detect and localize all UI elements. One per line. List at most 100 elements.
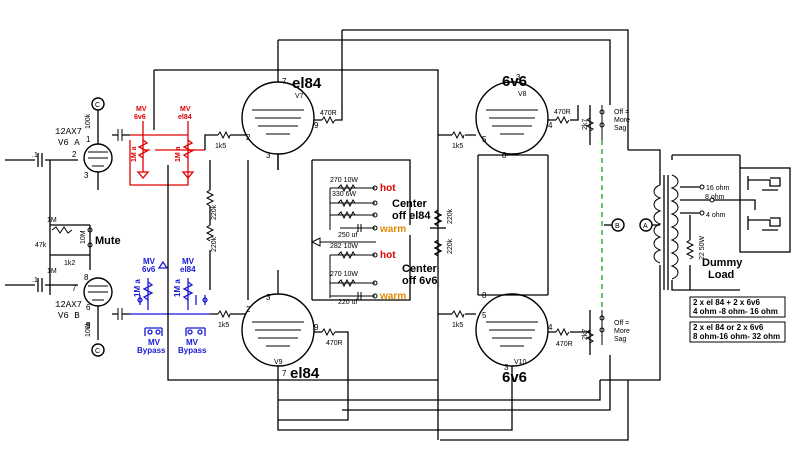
tap-16-label: 16 ohm <box>706 185 730 192</box>
node-a-label: A <box>643 223 648 230</box>
v10-type-label: 6v6 <box>502 369 527 386</box>
sag-section: 2k7 2k7 Off = More Sag Off = More Sag B <box>582 105 630 355</box>
tube-v8-6v6: 6v6 V8 3 5 4 8 470R 1k5 <box>438 73 579 160</box>
mv-upper-red: MV 6v6 MV el84 1M a 1M a <box>129 106 205 186</box>
mv-lower-blue: MV 6v6 MV el84 MV Bypass MV Bypass 1M a … <box>130 257 210 355</box>
v9-ref-label: V9 <box>274 359 283 366</box>
r22-50w-label: 22 50W <box>699 235 706 260</box>
v9-type-label: el84 <box>290 365 320 382</box>
mv-6v6-label-line2: 6v6 <box>134 114 146 121</box>
mv-blue-el84-line2: el84 <box>180 265 196 274</box>
v6b-pin7: 7 <box>72 284 77 293</box>
v8-type-label: 6v6 <box>502 73 527 90</box>
center-el84-label: Center <box>392 198 428 210</box>
r220k-b-label: 220k <box>211 236 218 252</box>
bypass-2-line1: MV <box>186 338 199 347</box>
output-transformer: A 16 ohm 8 ohm 4 ohm 22 50W Dummy Load <box>600 149 743 381</box>
mv-el84-label-line1: MV <box>180 106 191 113</box>
r270-10w-top-label: 270 10W <box>330 177 358 184</box>
r220k-d-label: 220k <box>447 238 454 254</box>
v10-pin5: 5 <box>482 311 487 320</box>
tube-v10-6v6: 6v6 V10 3 8 5 4 470R 1k5 <box>277 291 590 431</box>
r47k-label: 47k <box>35 242 47 249</box>
v7-pin2: 2 <box>246 133 251 142</box>
tap-4-label: 4 ohm <box>706 212 726 219</box>
dummy-label-1: Dummy <box>702 257 743 269</box>
r2k7-bottom-label: 2k7 <box>582 329 589 340</box>
v9-pin3: 3 <box>266 293 271 302</box>
v6b-pin6: 6 <box>86 303 91 312</box>
mute-label: Mute <box>95 235 121 247</box>
dummy-label-2: Load <box>708 269 734 281</box>
r100k-top-label: 100k <box>85 113 92 129</box>
v6b-label: V6 B <box>58 311 80 321</box>
r1k5-upper-label: 1k5 <box>215 143 226 150</box>
c-in-label: .1 <box>32 152 38 159</box>
v6a-label: V6 A <box>58 138 80 148</box>
mv-6v6-label-line1: MV <box>136 106 147 113</box>
note-box-2 <box>689 321 786 343</box>
mv-blue-6v6-line1: MV <box>143 257 156 266</box>
r1k5-lower-label: 1k5 <box>218 322 229 329</box>
sag-bottom-line1: Off = <box>614 320 629 327</box>
c-in-b-label: .1 <box>32 277 38 284</box>
v8-pin3: 3 <box>516 73 521 82</box>
note1-line1: 2 x el 84 + 2 x 6v6 <box>693 298 760 307</box>
r100k-bottom-label: 100k <box>85 321 92 337</box>
mv-6v6-pot-label: 1M a <box>131 146 138 162</box>
v6a-pin1: 1 <box>86 135 91 144</box>
top-bus-wires <box>153 29 629 440</box>
note2-line2: 8 ohm-16 ohm- 32 ohm <box>693 332 780 341</box>
v10-r1k5-label: 1k5 <box>452 322 463 329</box>
r2k7-top-label: 2k7 <box>582 119 589 130</box>
sag-top-line1: Off = <box>614 109 629 116</box>
v9-pin9: 9 <box>314 323 319 332</box>
center-6v6-label: Center <box>402 263 438 275</box>
tube-v7-el84: el84 V7 7 2 3 9 470R <box>241 75 343 160</box>
v7-ref-label: V7 <box>295 93 304 100</box>
impedance-notes: 2 x el 84 + 2 x 6v6 4 ohm -8 ohm- 16 ohm… <box>689 296 786 343</box>
off-el84-label: off el84 <box>392 210 431 222</box>
node-c-top-label: C <box>95 102 100 109</box>
r10m-label: 10M <box>80 230 87 244</box>
note-box-1 <box>689 296 786 318</box>
v7-r470-label: 470R <box>320 110 337 117</box>
grid-network: 1k5 1k5 220k 220k 220k 220k <box>204 130 454 329</box>
node-c-bottom-label: C <box>95 348 100 355</box>
v8-r1k5-label: 1k5 <box>452 143 463 150</box>
v10-r470-label: 470R <box>556 341 573 348</box>
preamp-section: .1 .1 12AX7 V6 A 1 2 3 C 100k 12AX7 V6 B… <box>5 97 130 357</box>
note1-line2: 4 ohm -8 ohm- 16 ohm <box>693 307 778 316</box>
r282-10w-label: 282 10W <box>330 243 358 250</box>
cathode-rails <box>167 154 601 401</box>
r1k2-label: 1k2 <box>64 260 75 267</box>
r1m-a-label: 1M <box>47 217 57 224</box>
mv-blue-el84-pot: 1M a <box>173 279 182 297</box>
v10-pin4: 4 <box>548 323 553 332</box>
sag-bottom-line3: Sag <box>614 336 627 343</box>
mv-el84-pot-label: 1M a <box>175 146 182 162</box>
r220k-a-label: 220k <box>211 204 218 220</box>
v10-ref-label: V10 <box>514 359 527 366</box>
v7-pin9: 9 <box>314 121 319 130</box>
note2-line1: 2 x el 84 or 2 x 6v6 <box>693 323 764 332</box>
sag-bottom-line2: More <box>614 328 630 335</box>
r270-10w-bottom-label: 270 10W <box>330 271 358 278</box>
off-6v6-label: off 6v6 <box>402 275 437 287</box>
sag-top-line3: Sag <box>614 125 627 132</box>
mv-blue-el84-line1: MV <box>182 257 195 266</box>
v10-pin3: 3 <box>504 363 509 372</box>
warm-el84-label: warm <box>379 224 406 235</box>
v6a-pin2: 2 <box>72 150 77 159</box>
v9-r470-label: 470R <box>326 340 343 347</box>
bottom-bus-wires <box>342 355 629 441</box>
v9-pin2: 2 <box>246 305 251 314</box>
c220uf-label: 220 uf <box>338 299 358 306</box>
node-b-label: B <box>615 223 620 230</box>
tube-v9-el84: el84 V9 3 2 7 9 470R <box>241 293 349 421</box>
v7-pin7: 7 <box>282 77 287 86</box>
sag-top-line2: More <box>614 117 630 124</box>
warm-6v6-label: warm <box>379 291 406 302</box>
preamp-12ax7-top-label: 12AX7 <box>55 127 82 137</box>
